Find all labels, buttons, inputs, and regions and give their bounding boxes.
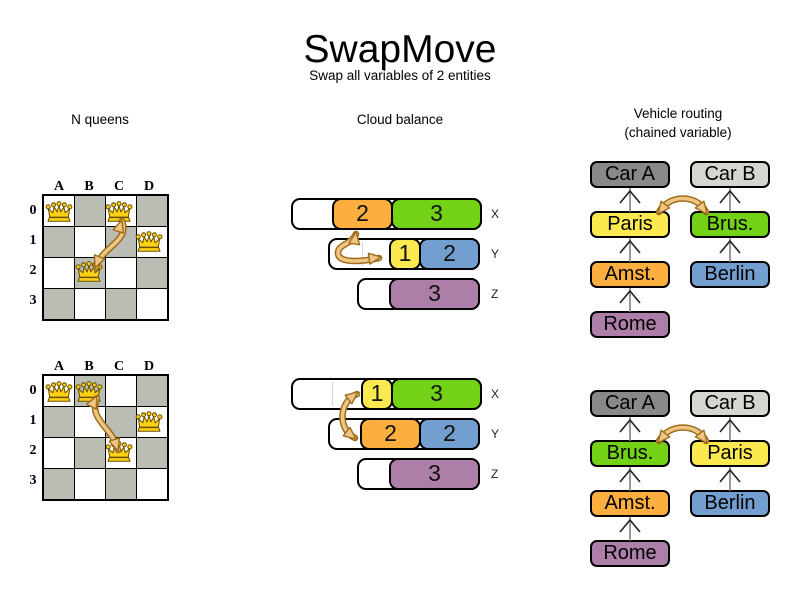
- entity-box-berlin: Berlin: [690, 490, 770, 517]
- process-block: 3: [391, 198, 482, 230]
- entity-box-rome: Rome: [590, 540, 670, 567]
- board-cell: [137, 438, 167, 468]
- board-row-header: 2: [29, 443, 37, 458]
- board-cell: [137, 376, 167, 406]
- board-row-header: 3: [29, 293, 37, 308]
- process-block: 3: [391, 378, 482, 410]
- entity-box-rome: Rome: [590, 311, 670, 338]
- process-block: 3: [389, 278, 480, 310]
- process-block: 3: [389, 458, 480, 490]
- board-row-header: 2: [29, 263, 37, 278]
- board-cell: [137, 258, 167, 288]
- section-header-cloud-balance: Cloud balance: [356, 112, 444, 127]
- computer-label: X: [491, 207, 500, 221]
- board-cell: [106, 289, 136, 319]
- board-cell: [44, 469, 74, 499]
- entity-box-brus: Brus.: [590, 440, 670, 467]
- process-block: 2: [332, 198, 393, 230]
- computer-label: Y: [491, 247, 500, 261]
- process-block: 1: [389, 238, 421, 270]
- entity-box-paris: Paris: [590, 211, 670, 238]
- board-column-header: D: [143, 179, 155, 194]
- board-column-header: B: [84, 179, 94, 194]
- computer-label: X: [491, 387, 500, 401]
- process-block: 2: [419, 238, 480, 270]
- page-subtitle: Swap all variables of 2 entities: [309, 68, 491, 83]
- capacity-guide-line: [332, 382, 333, 406]
- board-column-header: C: [113, 359, 125, 374]
- board-row-header: 1: [29, 233, 37, 248]
- computer-label: Z: [491, 467, 499, 481]
- board-row-header: 1: [29, 413, 37, 428]
- board-cell: [137, 469, 167, 499]
- entity-box-car-b: Car B: [690, 390, 770, 417]
- board-cell: [44, 289, 74, 319]
- board-column-header: D: [143, 359, 155, 374]
- board-cell: [106, 469, 136, 499]
- board-cell: [75, 289, 105, 319]
- section-header-vehicle-routing: Vehicle routing (chained variable): [624, 106, 732, 140]
- entity-box-paris: Paris: [690, 440, 770, 467]
- entity-box-berlin: Berlin: [690, 261, 770, 288]
- section-header-nqueens: N queens: [71, 112, 129, 127]
- process-block: 1: [361, 378, 393, 410]
- computer-label: Y: [491, 427, 500, 441]
- process-block: 2: [419, 418, 480, 450]
- board-row-header: 0: [29, 203, 37, 218]
- entity-box-car-a: Car A: [590, 390, 670, 417]
- entity-box-car-a: Car A: [590, 161, 670, 188]
- board-column-header: C: [113, 179, 125, 194]
- page-title: SwapMove: [303, 28, 497, 71]
- board-cell: [44, 438, 74, 468]
- entity-box-amst: Amst.: [590, 261, 670, 288]
- board-column-header: A: [53, 179, 65, 194]
- board-column-header: B: [84, 359, 94, 374]
- board-cell: [44, 227, 74, 257]
- entity-box-amst: Amst.: [590, 490, 670, 517]
- process-block: 2: [360, 418, 421, 450]
- board-cell: [137, 289, 167, 319]
- computer-label: Z: [491, 287, 499, 301]
- computer-capacity: 3: [357, 278, 480, 310]
- board-column-header: A: [53, 359, 65, 374]
- computer-capacity: 3: [357, 458, 480, 490]
- board-cell: [75, 469, 105, 499]
- entity-box-car-b: Car B: [690, 161, 770, 188]
- board-row-header: 0: [29, 383, 37, 398]
- entity-box-brus: Brus.: [690, 211, 770, 238]
- board-cell: [137, 196, 167, 226]
- board-cell: [44, 407, 74, 437]
- board-row-header: 3: [29, 473, 37, 488]
- board-cell: [44, 258, 74, 288]
